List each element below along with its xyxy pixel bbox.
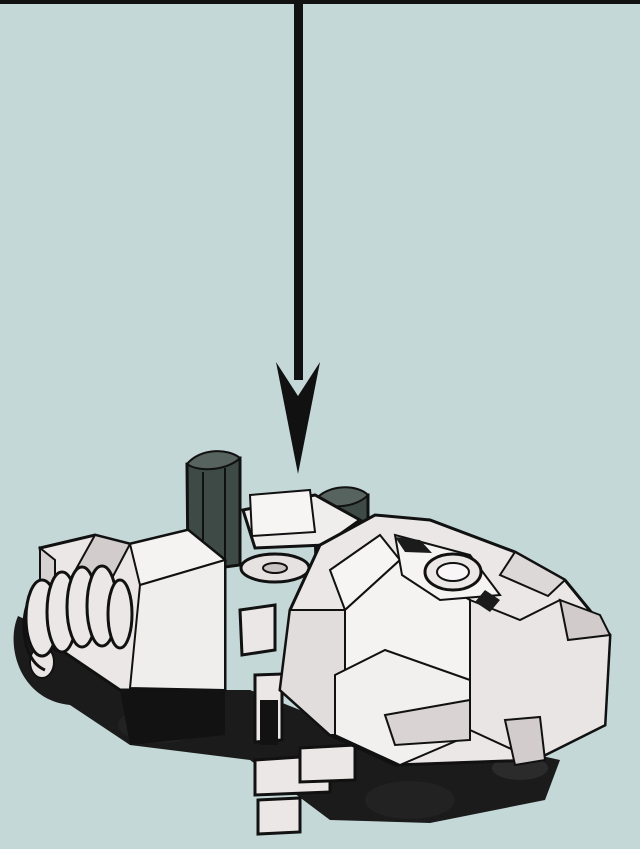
down-arrow-icon: [276, 0, 320, 474]
model-right-module: [280, 515, 610, 765]
